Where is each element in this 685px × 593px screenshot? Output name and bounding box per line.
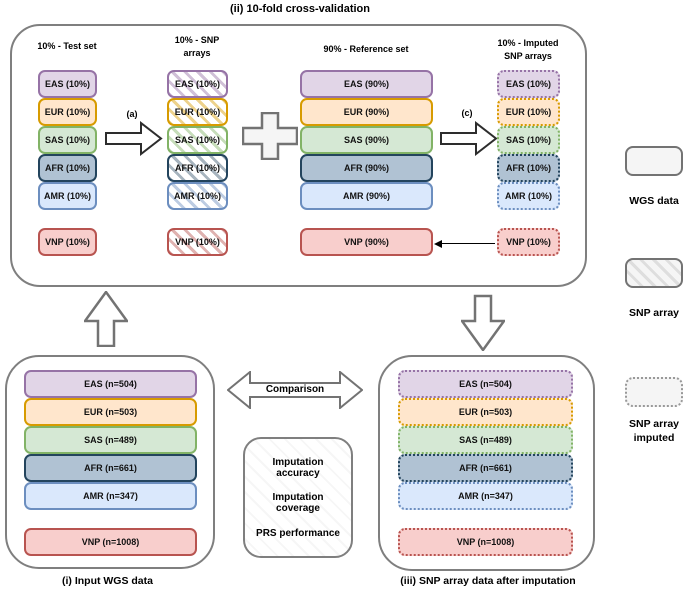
reference-box-vnp: VNP (90%) [300,228,433,256]
test-set-box-amr: AMR (10%) [38,182,97,210]
imputed-output-caption: (iii) SNP array data after imputation [400,575,576,587]
output-box-afr: AFR (n=661) [398,454,573,482]
imputed-box-afr: AFR (10%) [497,154,560,182]
legend-snp-imputed-label: SNP array imputed [628,418,679,445]
snp-array-box-amr: AMR (10%) [167,182,228,210]
reference-box-afr: AFR (90%) [300,154,433,182]
output-box-sas: SAS (n=489) [398,426,573,454]
test-set-box-afr: AFR (10%) [38,154,97,182]
comparison-label: Comparison [265,384,325,395]
legend-snp-imputed-box [625,377,683,407]
arrow-a-label: (a) [126,109,138,119]
test-set-box-vnp: VNP (10%) [38,228,97,256]
input-box-afr: AFR (n=661) [24,454,197,482]
input-box-sas: SAS (n=489) [24,426,197,454]
input-box-amr: AMR (n=347) [24,482,197,510]
input-box-vnp: VNP (n=1008) [24,528,197,556]
up-arrow-icon [84,291,128,347]
test-set-header: 10% - Test set [37,41,97,51]
metrics-box: Imputation accuracy Imputation coverage … [243,437,353,558]
vnp-connector-line [441,243,495,244]
plus-icon [242,112,298,160]
legend-wgs-box [625,146,683,176]
reference-box-amr: AMR (90%) [300,182,433,210]
legend-wgs-label: WGS data [629,195,679,207]
imputed-box-eur: EUR (10%) [497,98,560,126]
imputed-box-eas: EAS (10%) [497,70,560,98]
imputed-box-sas: SAS (10%) [497,126,560,154]
snp-array-box-eas: EAS (10%) [167,70,228,98]
output-box-eur: EUR (n=503) [398,398,573,426]
test-set-box-eas: EAS (10%) [38,70,97,98]
diagram-title: (ii) 10-fold cross-validation [230,3,370,15]
snp-array-box-afr: AFR (10%) [167,154,228,182]
output-box-vnp: VNP (n=1008) [398,528,573,556]
imputed-box-amr: AMR (10%) [497,182,560,210]
test-set-box-sas: SAS (10%) [38,126,97,154]
metric-prs-performance: PRS performance [256,527,340,539]
imputed-arrays-header: 10% - Imputed SNP arrays [497,38,559,61]
right-arrow-a-icon [105,121,163,156]
input-wgs-caption: (i) Input WGS data [62,575,153,587]
down-arrow-icon [461,294,505,351]
metric-imputation-coverage: Imputation coverage [272,492,324,514]
legend-snp-array-box [625,258,683,288]
vnp-connector-arrowhead-icon [434,240,442,248]
input-box-eur: EUR (n=503) [24,398,197,426]
input-box-eas: EAS (n=504) [24,370,197,398]
legend-snp-array-label: SNP array [628,307,679,319]
reference-box-eas: EAS (90%) [300,70,433,98]
test-set-box-eur: EUR (10%) [38,98,97,126]
snp-array-box-sas: SAS (10%) [167,126,228,154]
output-box-amr: AMR (n=347) [398,482,573,510]
output-box-eas: EAS (n=504) [398,370,573,398]
reference-set-header: 90% - Reference set [323,44,409,54]
imputed-box-vnp: VNP (10%) [497,228,560,256]
snp-array-box-eur: EUR (10%) [167,98,228,126]
arrow-c-label: (c) [461,108,473,118]
reference-box-eur: EUR (90%) [300,98,433,126]
right-arrow-c-icon [440,121,498,156]
snp-arrays-header: 10% - SNP arrays [174,35,220,58]
comparison-double-arrow-icon [227,371,363,409]
snp-array-box-vnp: VNP (10%) [167,228,228,256]
reference-box-sas: SAS (90%) [300,126,433,154]
metric-imputation-accuracy: Imputation accuracy [272,456,324,479]
